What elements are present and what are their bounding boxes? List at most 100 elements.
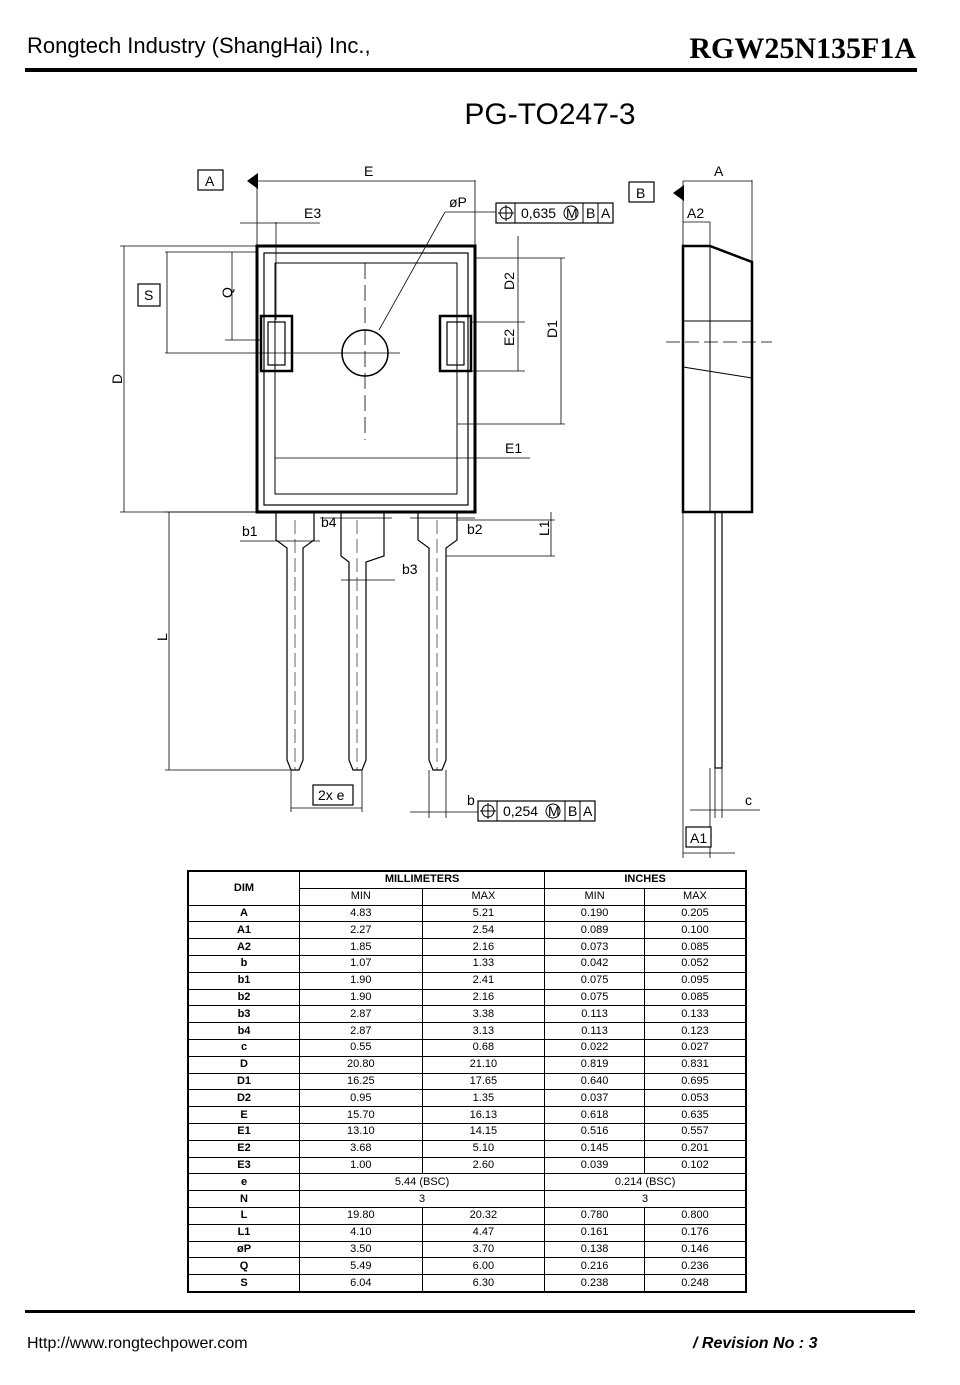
in-span-cell: 0.214 (BSC) <box>544 1173 747 1192</box>
mm-min-cell: 4.10 <box>299 1223 423 1242</box>
dim-cell: L <box>187 1206 300 1225</box>
tolerance-top-ref-b: B <box>586 205 595 221</box>
in-max-cell: 0.205 <box>643 904 747 923</box>
dim-cell: S <box>187 1274 300 1293</box>
mm-min-cell: 1.07 <box>299 954 423 973</box>
dim-cell: b3 <box>187 1005 300 1024</box>
dim-L-label: L <box>154 633 170 641</box>
dim-cell: L1 <box>187 1223 300 1242</box>
in-max-cell: 0.248 <box>643 1274 747 1293</box>
in-max-cell: 0.123 <box>643 1022 747 1040</box>
dim-cell: Q <box>187 1257 300 1276</box>
in-max-cell: 0.133 <box>643 1005 747 1024</box>
dim-A2-label: A2 <box>687 205 704 221</box>
dim-E1-label: E1 <box>505 440 522 456</box>
dim-D-label: D <box>109 374 125 384</box>
dim-E2-label: E2 <box>501 329 517 346</box>
mm-max-cell: 2.54 <box>421 921 546 940</box>
mm-min-cell: 5.49 <box>299 1257 423 1276</box>
in-min-cell: 0.618 <box>544 1106 645 1124</box>
in-max-cell: 0.236 <box>643 1257 747 1276</box>
revision-number: / Revision No : 3 <box>693 1335 818 1352</box>
dim-D2-label: D2 <box>501 272 517 290</box>
mm-span-cell: 5.44 (BSC) <box>298 1173 546 1192</box>
in-min-cell: 0.073 <box>544 938 645 956</box>
millimeters-header: MILLIMETERS <box>298 870 546 889</box>
in-min-cell: 0.216 <box>544 1257 645 1276</box>
dim-b4-label: b4 <box>321 514 337 530</box>
in-max-cell: 0.176 <box>643 1223 747 1242</box>
in-max-cell: 0.831 <box>643 1055 747 1074</box>
dim-cell: c <box>187 1038 300 1057</box>
dim-phiP-label: øP <box>449 194 467 210</box>
dim-cell: D1 <box>187 1072 300 1091</box>
company-name: Rongtech Industry (ShangHai) Inc., <box>27 33 371 58</box>
in-min-cell: 0.780 <box>544 1206 645 1225</box>
mm-min-cell: 6.04 <box>299 1274 423 1293</box>
mm-max-cell: 3.70 <box>421 1240 546 1259</box>
in-min-cell: 0.190 <box>544 904 645 923</box>
dim-L1-label: L1 <box>536 520 552 536</box>
dim-E-label: E <box>364 163 373 179</box>
dim-A1-label: A1 <box>690 830 707 846</box>
mm-max-cell: 5.10 <box>421 1139 546 1158</box>
dim-cell: b1 <box>187 971 300 990</box>
in-min-cell: 0.819 <box>544 1055 645 1074</box>
dim-cell: e <box>187 1173 300 1192</box>
tolerance-bottom-ref-b: B <box>568 803 577 819</box>
mm-max-cell: 3.38 <box>421 1005 546 1024</box>
dim-cell: øP <box>187 1240 300 1259</box>
mm-min-header: MIN <box>299 887 423 906</box>
dim-cell: b2 <box>187 988 300 1007</box>
mm-min-cell: 2.87 <box>299 1022 423 1040</box>
in-min-cell: 0.042 <box>544 954 645 973</box>
mm-span-cell: 3 <box>298 1190 546 1208</box>
in-min-cell: 0.640 <box>544 1072 645 1091</box>
dim-b1-label: b1 <box>242 523 258 539</box>
in-min-cell: 0.145 <box>544 1139 645 1158</box>
in-max-cell: 0.695 <box>643 1072 747 1091</box>
header-rule <box>25 68 917 72</box>
mm-max-cell: 3.13 <box>421 1022 546 1040</box>
mm-max-cell: 1.35 <box>421 1089 546 1108</box>
mm-min-cell: 19.80 <box>299 1206 423 1225</box>
dim-A-label: A <box>714 163 724 179</box>
mm-min-cell: 2.27 <box>299 921 423 940</box>
dim-cell: E3 <box>187 1156 300 1175</box>
in-max-cell: 0.557 <box>643 1122 747 1141</box>
dim-cell: N <box>187 1190 300 1208</box>
dim-b3-label: b3 <box>402 561 418 577</box>
in-max-cell: 0.102 <box>643 1156 747 1175</box>
mm-max-cell: 2.60 <box>421 1156 546 1175</box>
in-max-cell: 0.085 <box>643 988 747 1007</box>
mm-min-cell: 2.87 <box>299 1005 423 1024</box>
mm-min-cell: 1.90 <box>299 971 423 990</box>
in-min-cell: 0.037 <box>544 1089 645 1108</box>
mm-max-cell: 16.13 <box>421 1106 546 1124</box>
mm-max-cell: 6.00 <box>421 1257 546 1276</box>
dim-cell: D <box>187 1055 300 1074</box>
dim-S-label: S <box>144 287 153 303</box>
mm-max-cell: 0.68 <box>421 1038 546 1057</box>
part-number: RGW25N135F1A <box>689 32 916 65</box>
mm-max-cell: 21.10 <box>421 1055 546 1074</box>
in-min-cell: 0.113 <box>544 1022 645 1040</box>
dim-cell: b4 <box>187 1022 300 1040</box>
in-max-cell: 0.095 <box>643 971 747 990</box>
in-max-header: MAX <box>643 887 747 906</box>
tolerance-bottom-ref-a: A <box>583 803 593 819</box>
mm-max-cell: 6.30 <box>421 1274 546 1293</box>
datum-b-label: B <box>636 185 645 201</box>
mm-min-cell: 1.00 <box>299 1156 423 1175</box>
tolerance-top-mod: M <box>566 205 578 221</box>
dim-Q-label: Q <box>219 287 235 298</box>
